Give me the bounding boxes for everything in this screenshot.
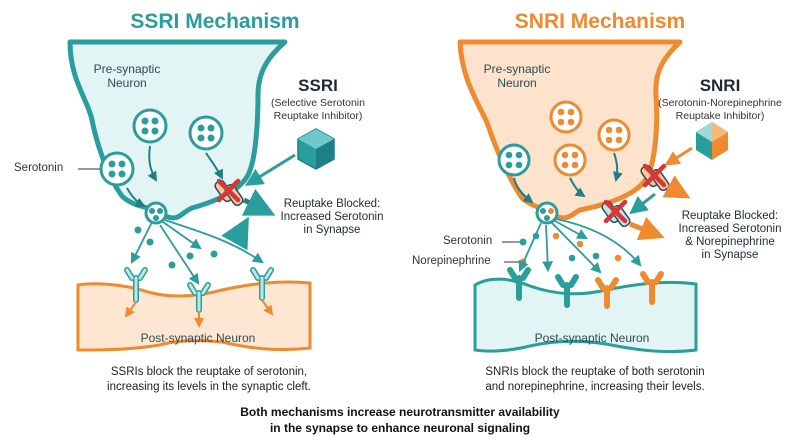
snri-vesicle (553, 143, 587, 177)
ssri-block-x-icon (216, 178, 241, 203)
snri-vesicle (497, 143, 531, 177)
ssri-serotonin-label: Serotonin (14, 162, 64, 174)
snri-panel (457, 39, 728, 354)
snri-drug-pill-icon (696, 122, 728, 160)
ssri-receptor-icon (250, 267, 274, 301)
snri-postsynaptic-neuron (473, 277, 698, 354)
serotonin-legend-dot (519, 238, 527, 246)
snri-reuptake-blocked-label: Reuptake Blocked: Increased Serotonin & … (678, 210, 782, 261)
snri-serotonin-label: Serotonin (443, 235, 493, 247)
ssri-serotonin-molecules (134, 226, 218, 269)
ssri-drug-name: SSRI (298, 76, 338, 95)
snri-receptor-icon (555, 274, 579, 308)
ssri-reuptake-blocked-label: Reuptake Blocked: Increased Serotonin in… (280, 198, 384, 236)
snri-release-vesicle (535, 201, 559, 225)
ssri-drug-pill-icon (297, 128, 335, 170)
snri-block-x-icon (642, 163, 667, 188)
snri-presynaptic-label: Pre-synaptic Neuron (483, 62, 551, 90)
snri-title: SNRI Mechanism (514, 10, 686, 33)
snri-norepinephrine-label: Norepinephrine (412, 255, 491, 267)
snri-drug-full-name: (Serotonin-Norepinephrine Reuptake Inhib… (658, 97, 782, 122)
footer-summary: Both mechanisms increase neurotransmitte… (240, 405, 560, 435)
ssri-receptor-icon (187, 282, 211, 313)
ssri-vesicle (132, 108, 168, 144)
ssri-receptor-icon (124, 267, 148, 303)
snri-block-x-icon (603, 199, 628, 224)
snri-drug-name: SNRI (699, 76, 741, 95)
snri-caption: SNRIs block the reuptake of both seroton… (485, 366, 705, 393)
ssri-vesicle (99, 151, 135, 187)
snri-receptor-icon (640, 271, 664, 305)
snri-vesicle (597, 118, 631, 152)
ssri-caption: SSRIs block the reuptake of serotonin, i… (107, 366, 311, 393)
ssri-vesicle (188, 115, 224, 151)
ssri-release-vesicle (144, 201, 168, 225)
ssri-title: SSRI Mechanism (130, 10, 300, 33)
ssri-panel (67, 39, 335, 352)
ssri-presynaptic-label: Pre-synaptic Neuron (93, 62, 161, 90)
snri-receptor-icon (595, 277, 619, 309)
snri-receptor-icon (507, 267, 531, 301)
ssri-postsynaptic-label: Post-synaptic Neuron (140, 331, 256, 345)
snri-vesicle (549, 100, 583, 134)
ssri-drug-full-name: (Selective Serotonin Reuptake Inhibitor) (271, 97, 365, 122)
snri-postsynaptic-label: Post-synaptic Neuron (534, 331, 650, 345)
